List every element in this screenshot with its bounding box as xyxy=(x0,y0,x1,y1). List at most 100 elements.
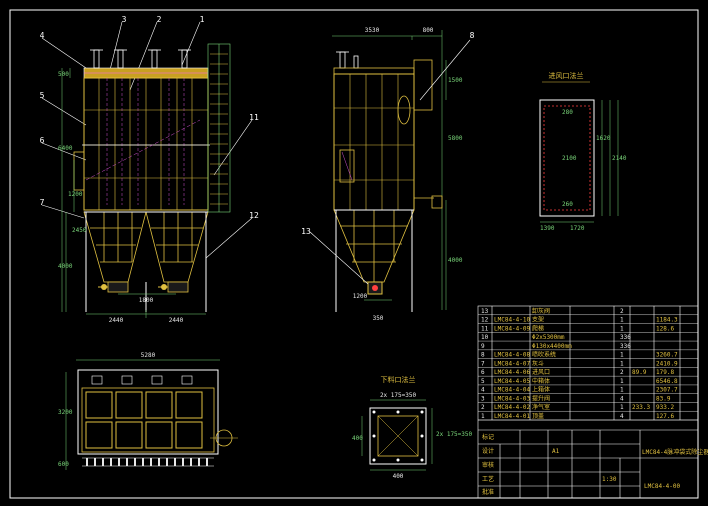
bom-cell-name: 顶盖 xyxy=(532,412,544,420)
outlet-width: 400 xyxy=(393,473,404,480)
bom-cell-code: LMC84-4-06 xyxy=(494,369,531,376)
sheet-border xyxy=(9,9,699,499)
bom-cell-name: 上箱体 xyxy=(532,386,550,394)
outlet-side-label: 2x 175=350 xyxy=(436,431,473,438)
inlet-dim-0: 280 xyxy=(562,109,573,116)
bom-cell-name: Φ2x5300mm xyxy=(532,334,565,341)
bom-cell-no: 8 xyxy=(481,352,485,359)
tb-sheet: A1 xyxy=(552,448,560,455)
dim-outlet-h: 350 xyxy=(373,315,384,322)
callout-13: 13 xyxy=(301,227,311,236)
bom-cell-code: LMC84-4-01 xyxy=(494,413,531,420)
inlet-dim-1: 1620 xyxy=(596,135,611,142)
bom-cell-total: 933.2 xyxy=(656,404,674,411)
dim-outlet-w: 1200 xyxy=(353,293,368,300)
bom-cell-code: LMC84-4-05 xyxy=(494,378,531,385)
bom-cell-total: 3260.7 xyxy=(656,352,678,359)
bom-cell-code: LMC84-4-04 xyxy=(494,387,531,394)
callout-8: 8 xyxy=(470,31,475,40)
bom-cell-qty: 336 xyxy=(620,334,631,341)
inlet-dim-4: 260 xyxy=(562,201,573,208)
tb-scale: 1:30 xyxy=(602,476,617,483)
inlet-flange-view xyxy=(539,81,619,223)
callout-3: 3 xyxy=(122,15,127,24)
bom-cell-name: 卸灰阀 xyxy=(532,307,550,315)
dim-side-right-height: 5800 xyxy=(448,135,463,142)
bom-cell-no: 9 xyxy=(481,343,485,350)
bom-cell-qty: 2 xyxy=(620,308,624,315)
dim-side-right-upper: 1500 xyxy=(448,77,463,84)
callout-1: 1 xyxy=(200,15,205,24)
tb-cell-3: 工艺 xyxy=(482,475,494,483)
dim-plan-depth: 3200 xyxy=(58,409,73,416)
bom-cell-total: 1184.3 xyxy=(656,317,678,324)
inlet-flange-title: 进风口法兰 xyxy=(549,71,584,80)
dim-leg-height: 4000 xyxy=(58,263,73,270)
tb-cell-4: 批准 xyxy=(482,488,494,496)
bom-cell-no: 11 xyxy=(481,325,489,332)
callout-6: 6 xyxy=(40,136,45,145)
dim-side-right-lower: 4000 xyxy=(448,257,463,264)
bom-cell-no: 6 xyxy=(481,369,485,376)
tb-cell-1: 设计 xyxy=(482,447,494,455)
tb-name: LMC84-4脉冲袋式除尘器 xyxy=(642,448,708,456)
dim-side-top-width: 3530 xyxy=(365,27,380,34)
bom-cell-code: LMC84-4-07 xyxy=(494,360,531,367)
text-layer: 3 2 1 4 5 6 7 11 12 8 13 500 1200 2450 4… xyxy=(40,15,708,496)
bom-cell-qty: 1 xyxy=(620,317,624,324)
bom-cell-qty: 1 xyxy=(620,404,624,411)
front-view xyxy=(41,21,253,318)
outlet-flange-view xyxy=(361,399,433,471)
callout-4: 4 xyxy=(40,31,45,40)
bom-cell-qty: 1 xyxy=(620,378,624,385)
bom-cell-total: 128.6 xyxy=(656,325,674,332)
inlet-dim-5: 1390 xyxy=(540,225,555,232)
bom-cell-no: 1 xyxy=(481,413,485,420)
bom-cell-total: 2307.7 xyxy=(656,387,678,394)
bom-cell-qty: 2 xyxy=(620,369,624,376)
inlet-dim-6: 1720 xyxy=(570,225,585,232)
bom-cell-code: LMC84-4-09 xyxy=(494,325,531,332)
callout-5: 5 xyxy=(40,91,45,100)
bom-cell-name: Φ130x4400mm xyxy=(532,343,572,350)
bom-cell-no: 13 xyxy=(481,308,489,315)
bom-cell-no: 12 xyxy=(481,317,489,324)
bom-cell-no: 5 xyxy=(481,378,485,385)
bom-cell-qty: 336 xyxy=(620,343,631,350)
bom-cell-code: LMC84-4-08 xyxy=(494,352,531,359)
bom-cell-code: LMC84-4-02 xyxy=(494,404,531,411)
callout-11: 11 xyxy=(249,113,259,122)
bom-cell-name: 进风口 xyxy=(532,368,550,376)
bom-cell-name: 提升阀 xyxy=(532,394,550,402)
dim-hopper-height: 2450 xyxy=(72,227,87,234)
outlet-inner: 400 xyxy=(352,435,363,442)
bom-cell-qty: 4 xyxy=(620,413,624,420)
bom-cell-no: 7 xyxy=(481,360,485,367)
dim-bay-right: 2440 xyxy=(169,317,184,324)
dim-side-top-right: 800 xyxy=(423,27,434,34)
outlet-top-label: 2x 175=350 xyxy=(380,392,417,399)
bom-cell-no: 2 xyxy=(481,404,485,411)
bom-cell-w: 233.3 xyxy=(632,404,650,411)
dim-outlet-span: 1800 xyxy=(139,297,154,304)
bom-cell-name: 中箱体 xyxy=(532,377,550,385)
dim-total-height: 6400 xyxy=(58,145,73,152)
bom-cell-total: 179.8 xyxy=(656,369,674,376)
dim-top-height: 500 xyxy=(58,71,69,78)
bom-cell-total: 127.6 xyxy=(656,413,674,420)
bom-cell-no: 3 xyxy=(481,395,485,402)
callout-12: 12 xyxy=(249,211,259,220)
bom-cell-no: 10 xyxy=(481,334,489,341)
callout-7: 7 xyxy=(40,198,45,207)
bom-cell-qty: 1 xyxy=(620,325,624,332)
bom-cell-code: LMC84-4-03 xyxy=(494,395,531,402)
bom-cell-name: 支架 xyxy=(532,316,544,324)
bom-cell-total: 83.9 xyxy=(656,395,671,402)
bom-cell-total: 6546.8 xyxy=(656,378,678,385)
bom-cell-qty: 1 xyxy=(620,352,624,359)
tb-cell-2: 审核 xyxy=(482,461,494,469)
dim-bay-left: 2440 xyxy=(109,317,124,324)
bom-cell-name: 灰斗 xyxy=(532,359,544,367)
side-view xyxy=(309,30,471,312)
